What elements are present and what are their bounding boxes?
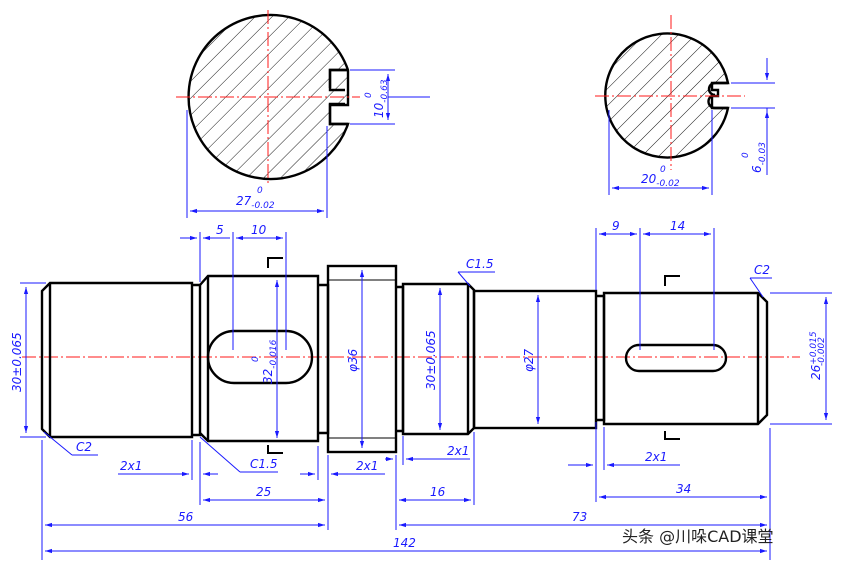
dim-len-9: 9 — [612, 219, 620, 233]
dim-len-25: 25 — [256, 485, 271, 499]
section-view-right: 6-0.03 0 20-0.02 0 — [595, 15, 775, 195]
dim-len-56: 56 — [178, 510, 194, 524]
svg-text:0: 0 — [741, 152, 751, 158]
collar-36 — [326, 264, 398, 454]
svg-text:0: 0 — [251, 356, 261, 362]
segment-mid-30 — [401, 282, 476, 436]
dim-keyway-width-right: 6-0.03 — [750, 142, 768, 173]
segment-neck-27 — [472, 289, 598, 430]
section-view-left: 10-0.63 0 27-0.02 0 — [176, 10, 430, 218]
svg-text:0: 0 — [257, 186, 263, 196]
segment-left — [40, 281, 194, 439]
chamfer-right: C2 — [754, 263, 770, 277]
dim-len-34: 34 — [676, 482, 691, 496]
segment-right-26 — [602, 291, 769, 426]
keyway-slot-right — [624, 343, 728, 373]
dim-keyway-depth-left: 10-0.63 — [372, 79, 390, 118]
groove-1: 2x1 — [120, 459, 142, 473]
chamfer-top: C1.5 — [466, 257, 493, 271]
chamfer-left: C2 — [76, 440, 92, 454]
dim-len-total: 142 — [393, 536, 416, 550]
shaft-dimensions: 30±0.065 32-0.016 0 φ36 30±0.065 φ27 26+… — [10, 219, 832, 560]
svg-text:0: 0 — [660, 165, 666, 175]
shaft-main-view — [22, 257, 800, 454]
dim-dia-mid: 30±0.065 — [424, 330, 438, 390]
dim-len-5: 5 — [216, 223, 224, 237]
watermark-text: 头条 @川哚CAD课堂 — [622, 527, 774, 546]
groove-4: 2x1 — [645, 450, 667, 464]
dim-dia-left: 30±0.065 — [10, 332, 24, 392]
dim-dia-neck: φ27 — [522, 348, 536, 372]
dim-dia-collar: φ36 — [346, 348, 360, 372]
dim-len-73: 73 — [572, 510, 587, 524]
dim-len-16: 16 — [430, 485, 446, 499]
groove-3: 2x1 — [447, 444, 469, 458]
dim-len-14: 14 — [670, 219, 685, 233]
dim-diameter-left: 27-0.02 — [236, 194, 275, 211]
segment-keyed-32 — [199, 274, 320, 443]
svg-text:0: 0 — [364, 92, 374, 98]
groove-2: 2x1 — [356, 459, 378, 473]
dim-len-10: 10 — [251, 223, 267, 237]
chamfer-mid: C1.5 — [250, 457, 277, 471]
keyway-slot-left — [206, 329, 314, 385]
dim-dia-right: 26+0.015 — [809, 331, 823, 380]
dim-dia-key1: 32-0.016 — [261, 339, 279, 384]
dim-diameter-right: 20-0.02 — [641, 172, 680, 189]
svg-text:-0.002: -0.002 — [817, 337, 827, 366]
